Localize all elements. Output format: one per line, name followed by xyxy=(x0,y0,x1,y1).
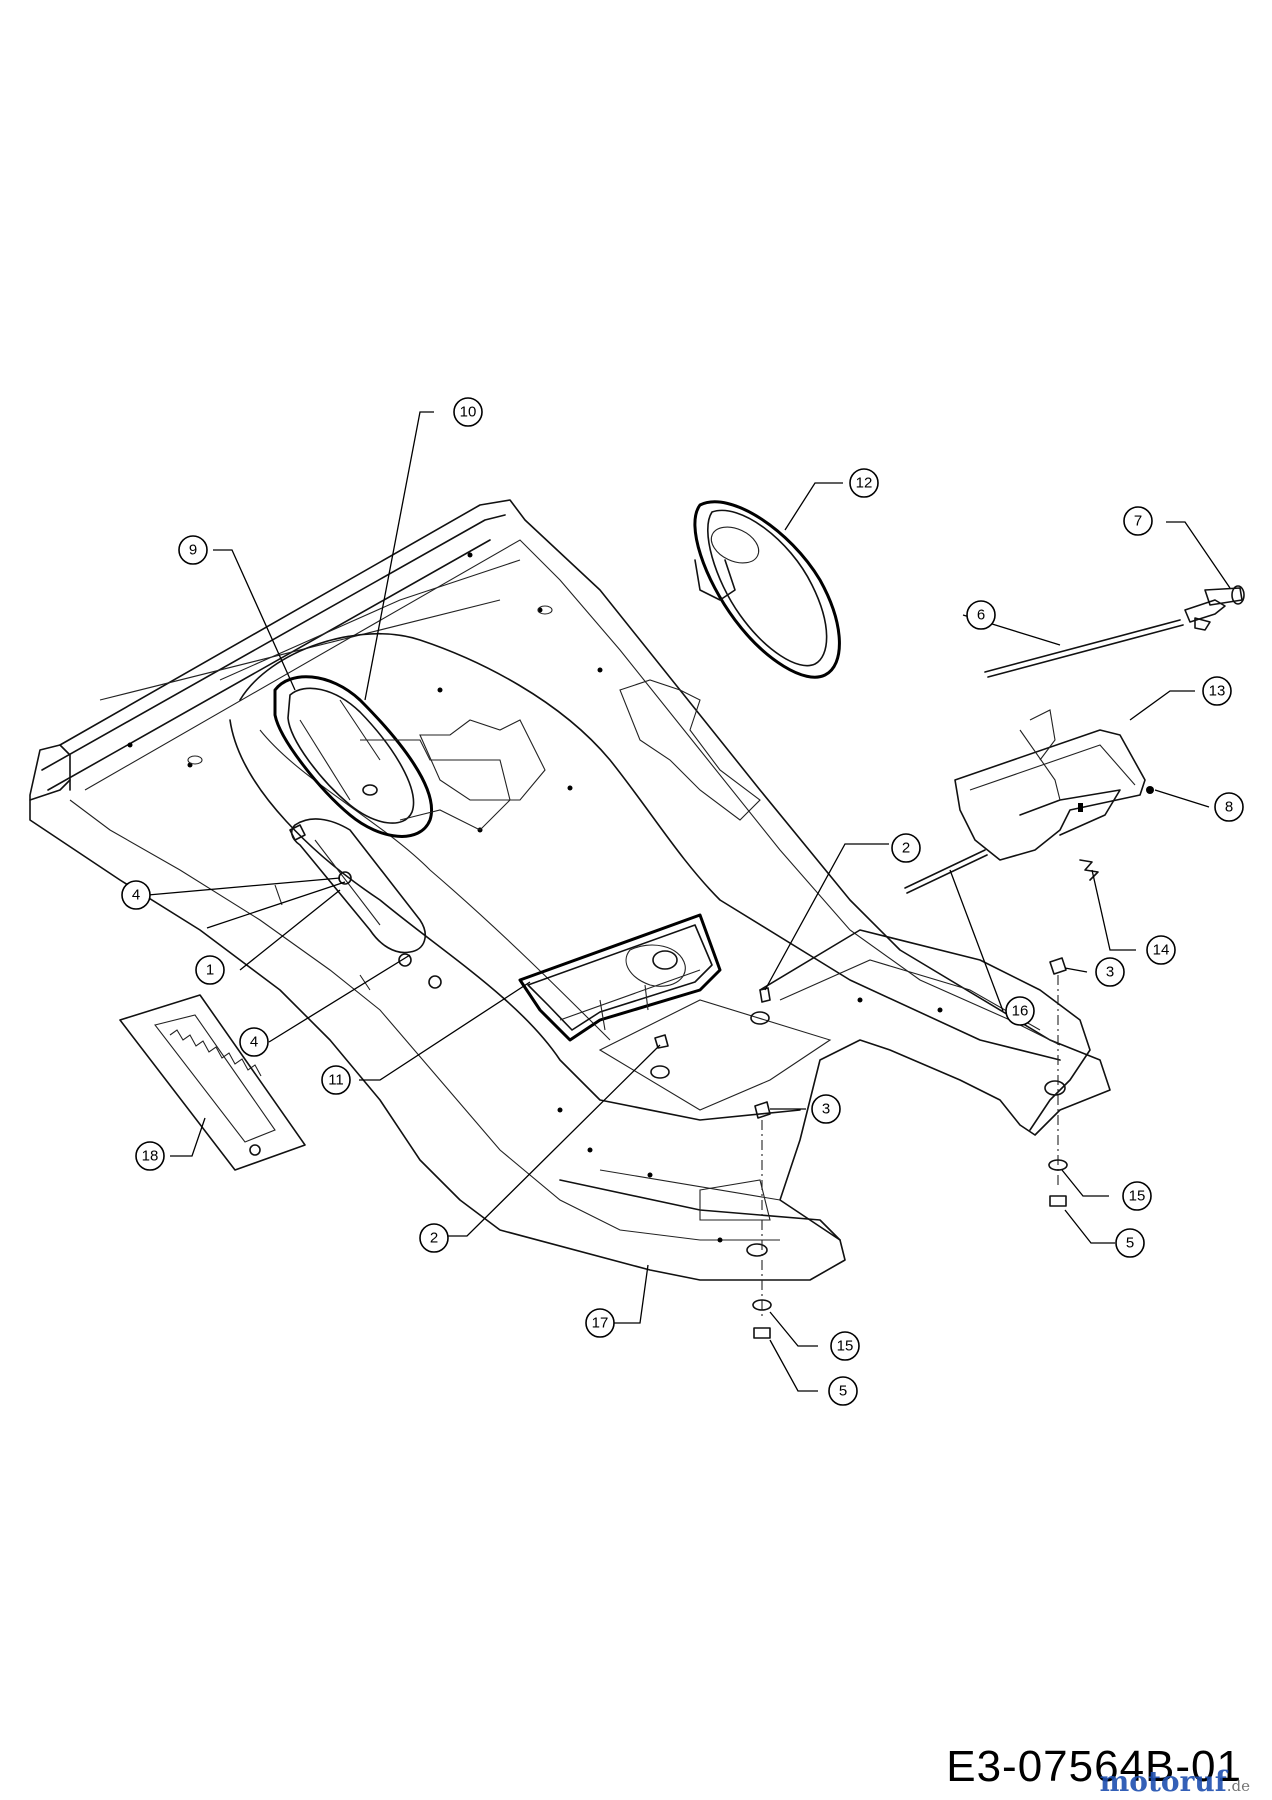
watermark-logo: motoruf.de xyxy=(1100,1765,1250,1798)
drawing-code: E3-07564B-01 xyxy=(946,1742,1242,1791)
callout-14-label: 14 xyxy=(1153,942,1170,959)
callout-8[interactable]: 8 xyxy=(1214,792,1244,822)
callout-10[interactable]: 10 xyxy=(453,397,483,427)
callout-3-mid[interactable]: 3 xyxy=(811,1094,841,1124)
callout-17-label: 17 xyxy=(592,1315,609,1332)
callout-6[interactable]: 6 xyxy=(966,600,996,630)
callout-7-label: 7 xyxy=(1134,513,1142,530)
leader-lines xyxy=(147,411,1231,1392)
callout-3-mid-label: 3 xyxy=(822,1101,830,1118)
callout-9[interactable]: 9 xyxy=(178,535,208,565)
callout-2-lower-label: 2 xyxy=(430,1230,438,1247)
callout-12[interactable]: 12 xyxy=(849,468,879,498)
callout-18[interactable]: 18 xyxy=(135,1141,165,1171)
battery-pocket xyxy=(518,913,722,1042)
callout-15-lower-label: 15 xyxy=(837,1338,854,1355)
callout-12-label: 12 xyxy=(856,475,873,492)
callout-17[interactable]: 17 xyxy=(585,1308,615,1338)
callout-4-lower-label: 4 xyxy=(250,1034,258,1051)
callout-11-label: 11 xyxy=(328,1072,344,1089)
callout-2-lower[interactable]: 2 xyxy=(419,1223,449,1253)
part-12-cover xyxy=(693,500,841,679)
callout-5-lower-label: 5 xyxy=(839,1383,847,1400)
part-13-lid xyxy=(954,709,1146,861)
fuel-pocket xyxy=(273,675,511,838)
small-parts xyxy=(904,585,1245,894)
callout-5-right[interactable]: 5 xyxy=(1115,1228,1145,1258)
fender-body xyxy=(29,499,1111,1281)
callout-8-label: 8 xyxy=(1225,799,1233,816)
callout-15-lower[interactable]: 15 xyxy=(830,1331,860,1361)
callout-4-lower[interactable]: 4 xyxy=(239,1027,269,1057)
callout-13-label: 13 xyxy=(1209,683,1226,700)
callout-15-right[interactable]: 15 xyxy=(1122,1181,1152,1211)
callout-4-upper[interactable]: 4 xyxy=(121,880,151,910)
callout-16-label: 16 xyxy=(1012,1003,1029,1020)
callout-7[interactable]: 7 xyxy=(1123,506,1153,536)
callout-1[interactable]: 1 xyxy=(195,955,225,985)
callout-3-right-label: 3 xyxy=(1106,964,1114,981)
lever-plate xyxy=(274,818,442,991)
watermark-text: motoruf xyxy=(1099,1765,1227,1798)
callout-10-label: 10 xyxy=(460,404,477,421)
callout-18-label: 18 xyxy=(142,1148,159,1165)
callout-3-right[interactable]: 3 xyxy=(1095,957,1125,987)
callout-1-label: 1 xyxy=(206,962,214,979)
callout-5-lower[interactable]: 5 xyxy=(828,1376,858,1406)
callout-14[interactable]: 14 xyxy=(1146,935,1176,965)
callout-4-upper-label: 4 xyxy=(132,887,140,904)
callout-6-label: 6 xyxy=(977,607,985,624)
callout-9-label: 9 xyxy=(189,542,197,559)
part-18-gate xyxy=(119,994,306,1171)
watermark-suffix: .de xyxy=(1226,1777,1250,1795)
callouts: 1 2 2 3 3 4 4 5 5 6 7 8 9 10 11 12 13 14… xyxy=(121,397,1244,1406)
callout-5-right-label: 5 xyxy=(1126,1235,1134,1252)
callout-2-upper[interactable]: 2 xyxy=(891,833,921,863)
callout-15-right-label: 15 xyxy=(1129,1188,1146,1205)
callout-16[interactable]: 16 xyxy=(1005,996,1035,1026)
callout-2-upper-label: 2 xyxy=(902,840,910,857)
callout-11[interactable]: 11 xyxy=(321,1065,351,1095)
callout-13[interactable]: 13 xyxy=(1202,676,1232,706)
fasteners xyxy=(654,957,1068,1339)
